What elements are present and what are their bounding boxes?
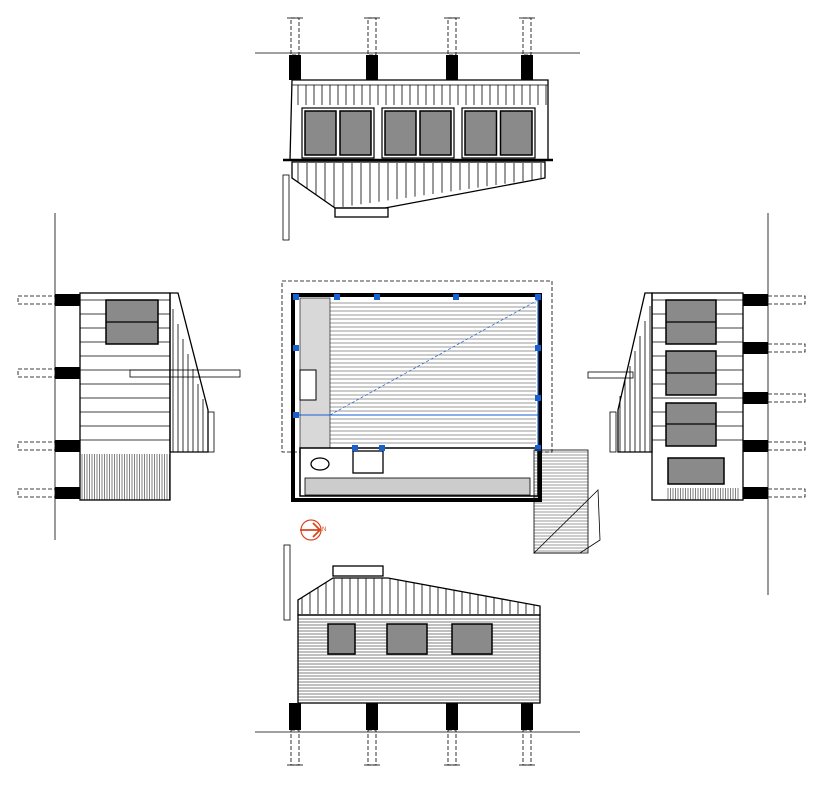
pile bbox=[743, 440, 768, 452]
pile-footing bbox=[17, 441, 56, 451]
piles bbox=[287, 17, 535, 80]
pile bbox=[743, 487, 768, 499]
pile-footing bbox=[447, 729, 457, 766]
west-elevation[interactable] bbox=[17, 213, 241, 540]
selection-handle bbox=[334, 294, 340, 300]
roof-outline bbox=[291, 161, 546, 209]
east-elevation[interactable] bbox=[587, 213, 806, 595]
piles bbox=[17, 294, 80, 499]
windows bbox=[301, 107, 536, 159]
siding bbox=[297, 85, 547, 105]
pile bbox=[55, 487, 80, 499]
stove-pipe bbox=[129, 369, 241, 378]
selection-handle bbox=[293, 294, 299, 300]
pile-footing bbox=[290, 17, 300, 56]
window bbox=[327, 623, 356, 655]
roof-sheeting bbox=[297, 163, 542, 208]
north-arrow: N bbox=[300, 519, 326, 541]
step bbox=[207, 411, 215, 453]
pile-footing bbox=[767, 343, 806, 353]
selection-handle bbox=[374, 294, 380, 300]
selection-handle bbox=[352, 445, 358, 451]
pile bbox=[743, 294, 768, 306]
window bbox=[386, 623, 428, 655]
step bbox=[609, 411, 617, 453]
north-label: N bbox=[322, 527, 326, 533]
pile-footing bbox=[367, 17, 377, 56]
deck-outline bbox=[533, 449, 589, 554]
pile bbox=[743, 342, 768, 354]
selection-handle bbox=[453, 294, 459, 300]
pile-footing bbox=[767, 488, 806, 498]
window bbox=[451, 623, 493, 655]
pile-footing bbox=[522, 17, 532, 56]
piles bbox=[743, 294, 806, 499]
window bbox=[339, 110, 372, 156]
stove-pipe bbox=[282, 174, 290, 241]
toilet bbox=[310, 457, 330, 471]
pile-footing bbox=[447, 17, 457, 56]
selection-handles[interactable] bbox=[293, 294, 541, 451]
pile bbox=[55, 440, 80, 452]
roof-profile bbox=[169, 292, 209, 453]
pile bbox=[446, 703, 458, 730]
pile bbox=[446, 55, 458, 80]
pile-footing bbox=[290, 729, 300, 766]
pile-footing bbox=[767, 393, 806, 403]
pile-footing bbox=[767, 295, 806, 305]
roof-profile bbox=[617, 292, 653, 453]
window bbox=[667, 457, 725, 485]
pile bbox=[366, 55, 378, 80]
pile bbox=[55, 367, 80, 379]
pile bbox=[289, 55, 301, 80]
pile-footing bbox=[367, 729, 377, 766]
north-elevation[interactable] bbox=[255, 17, 580, 241]
stove-pipe bbox=[283, 544, 291, 621]
selection-handle bbox=[293, 345, 299, 351]
roof-sheeting bbox=[301, 578, 535, 614]
selection-handle bbox=[535, 445, 541, 451]
south-elevation[interactable] bbox=[255, 544, 580, 766]
selection-handle bbox=[535, 294, 541, 300]
stove-pipe bbox=[587, 371, 634, 379]
selection-handle bbox=[535, 395, 541, 401]
pile-footing bbox=[17, 368, 56, 378]
window bbox=[464, 110, 498, 156]
pile bbox=[289, 703, 301, 730]
roof-outline bbox=[297, 577, 541, 616]
stove bbox=[352, 450, 384, 474]
step bbox=[332, 565, 384, 577]
selection-handle bbox=[535, 345, 541, 351]
pile bbox=[521, 703, 533, 730]
pile bbox=[366, 703, 378, 730]
window bbox=[304, 110, 337, 156]
sink bbox=[299, 369, 317, 401]
floor-boards bbox=[330, 302, 536, 444]
pile-footing bbox=[17, 295, 56, 305]
piles bbox=[287, 703, 535, 766]
deck bbox=[533, 449, 589, 554]
step bbox=[334, 207, 389, 218]
bench bbox=[304, 477, 531, 496]
arrow-icon bbox=[300, 522, 322, 538]
window bbox=[499, 110, 533, 156]
pile-footing bbox=[17, 488, 56, 498]
pile bbox=[521, 55, 533, 80]
floor-plan[interactable] bbox=[281, 280, 601, 554]
selection-handle bbox=[293, 412, 299, 418]
window bbox=[419, 110, 452, 156]
pile-footing bbox=[522, 729, 532, 766]
window bbox=[384, 110, 417, 156]
pile-footing bbox=[767, 441, 806, 451]
selection-handle bbox=[379, 445, 385, 451]
pile bbox=[743, 392, 768, 404]
pile bbox=[55, 294, 80, 306]
